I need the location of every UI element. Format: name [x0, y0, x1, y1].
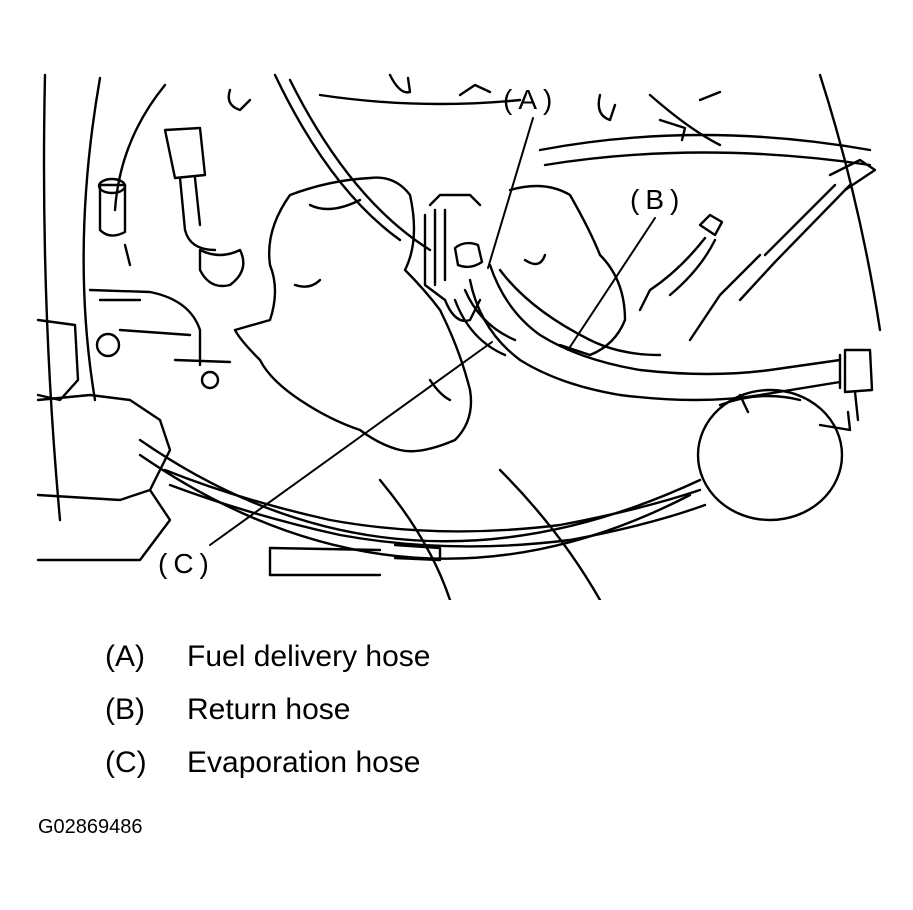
return-hose: [453, 268, 662, 357]
engine-bay-illustration: [36, 73, 882, 600]
legend-key: (B): [105, 693, 145, 726]
legend-key: (A): [105, 640, 145, 673]
callout-label-a: (A): [503, 84, 559, 115]
fuel-line-block: [423, 193, 484, 322]
callout-leaders: [209, 117, 656, 546]
figure-id: G02869486: [38, 816, 143, 838]
legend-row-a: (A) Fuel delivery hose: [105, 640, 430, 693]
legend-key: (C): [105, 746, 147, 779]
legend-row-b: (B) Return hose: [105, 693, 430, 746]
legend-text: Return hose: [187, 693, 351, 726]
callout-label-c: (C): [158, 548, 215, 579]
legend: (A) Fuel delivery hose (B) Return hose (…: [105, 640, 430, 799]
left-components: [36, 73, 412, 562]
evaporation-hose: [163, 468, 707, 548]
right-components: [458, 83, 877, 522]
lower-pipes: [268, 543, 442, 577]
shop-rag-right: [508, 184, 627, 357]
callout-label-b: (B): [630, 184, 686, 215]
legend-text: Evaporation hose: [187, 746, 421, 779]
fuel-delivery-hose: [468, 263, 874, 422]
legend-row-c: (C) Evaporation hose: [105, 746, 430, 799]
shop-rag: [233, 176, 473, 453]
legend-text: Fuel delivery hose: [187, 640, 431, 673]
